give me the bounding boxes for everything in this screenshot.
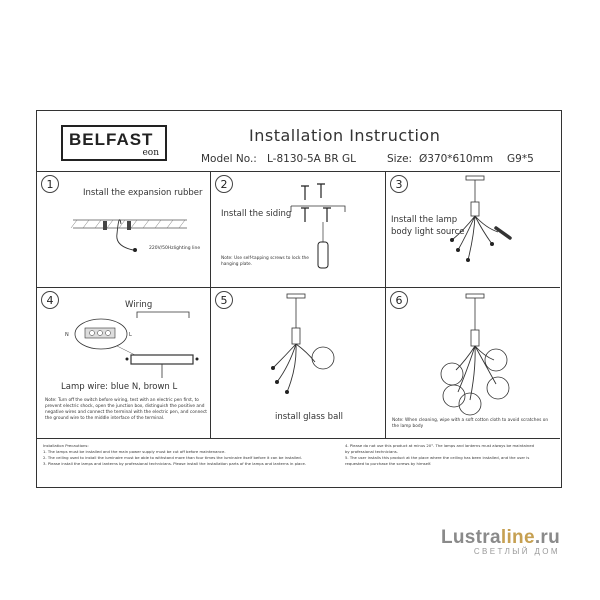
step-2-caption: Install the siding xyxy=(221,209,292,219)
step-3-number: 3 xyxy=(390,175,408,193)
precaution-3: 3. Please install the lamps and lanterns… xyxy=(43,461,307,466)
watermark-tagline: СВЕТЛЫЙ ДОМ xyxy=(473,547,560,556)
precaution-4b: by professional technicians. xyxy=(345,449,398,454)
siding-illustration xyxy=(290,183,346,269)
brand-logo: BELFAST eon xyxy=(61,125,167,161)
precaution-5b: requested to purchase the screws by hims… xyxy=(345,461,432,466)
watermark-logo: Lustraline.ru xyxy=(390,527,560,549)
wiring-illustration xyxy=(74,311,199,378)
instruction-sheet: BELFAST eon Installation Instruction Mod… xyxy=(36,110,562,488)
step-3-caption-line1: Install the lamp xyxy=(391,215,458,225)
step-4-panel: 4 Wiring N L Lamp wire: blue N, brown L … xyxy=(37,287,211,438)
glass-ball-illustration xyxy=(271,293,335,394)
step-2-note: Note: Use self-tapping screws to lock th… xyxy=(221,256,309,267)
model-value: L-8130-5A BR GL xyxy=(267,153,356,165)
step-4-note: Note: Turn off the switch before wiring,… xyxy=(45,398,207,421)
step-2-panel: 2 Install the siding Note: Use self-tapp… xyxy=(211,171,386,287)
size-value: Ø370*610mm xyxy=(419,153,494,165)
watermark-part-b: line xyxy=(500,527,535,548)
step-3-caption-line2: body light source xyxy=(391,227,465,237)
step-5-number: 5 xyxy=(215,291,233,309)
step-4-caption: Wiring xyxy=(125,300,153,310)
brand-name: BELFAST xyxy=(69,130,154,149)
precautions-footer: Installation Precautions: 1. The lamps m… xyxy=(37,438,560,487)
step-2-number: 2 xyxy=(215,175,233,193)
size-label: Size: xyxy=(387,153,413,165)
step-6-panel: 6 Note: When cleaning, wipe with a soft … xyxy=(386,287,560,438)
precaution-4a: 4. Please do not use this product at min… xyxy=(345,443,534,448)
step-6-note: Note: When cleaning, wipe with a soft co… xyxy=(392,418,549,429)
lamp-wire-label: Lamp wire: blue N, brown L xyxy=(61,382,178,392)
lustraline-watermark: Lustraline.ru СВЕТЛЫЙ ДОМ xyxy=(390,527,560,556)
sheet-title: Installation Instruction xyxy=(249,126,441,145)
bulb-spec: G9*5 xyxy=(507,153,534,165)
step-1-panel: 1 Install the expansion rubber 220V/50Hz… xyxy=(37,171,211,287)
step-4-number: 4 xyxy=(41,291,59,309)
model-label: Model No.: xyxy=(201,153,257,165)
step-6-number: 6 xyxy=(390,291,408,309)
step-3-panel: 3 Install the lamp body light source xyxy=(386,171,560,287)
step-5-caption: install glass ball xyxy=(275,412,343,422)
terminal-l-label: L xyxy=(129,332,132,338)
step-1-number: 1 xyxy=(41,175,59,193)
step-1-caption: Install the expansion rubber xyxy=(83,188,203,198)
terminal-n-label: N xyxy=(65,332,69,338)
precaution-5a: 5. The user installs this product at the… xyxy=(345,455,530,460)
precaution-2: 2. The ceiling used to install the lumin… xyxy=(43,455,302,460)
lamp-body-illustration xyxy=(450,175,512,262)
sheet-header: BELFAST eon Installation Instruction Mod… xyxy=(37,111,560,171)
step-5-panel: 5 install glass ball xyxy=(211,287,386,438)
watermark-part-a: Lustra xyxy=(441,527,501,548)
precaution-1: 1. The lamps must be installed and the m… xyxy=(43,449,226,454)
brand-sub: eon xyxy=(142,148,159,158)
watermark-part-c: .ru xyxy=(534,527,560,548)
finished-lamp-illustration xyxy=(440,293,510,416)
lighting-line-label: 220V/50Hzlighting line xyxy=(149,246,201,251)
precautions-title: Installation Precautions: xyxy=(43,443,89,448)
expansion-rubber-illustration xyxy=(70,219,187,252)
